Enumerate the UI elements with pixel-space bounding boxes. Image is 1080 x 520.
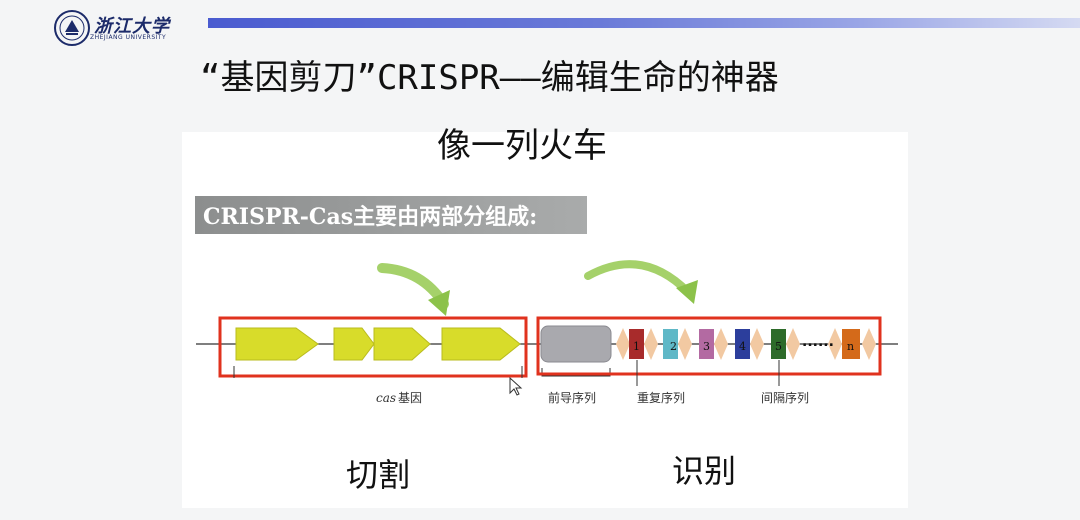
spacer-number-4: 4 xyxy=(739,340,746,353)
spacer-number-5: 5 xyxy=(775,340,782,353)
repeat-spacer-array xyxy=(616,328,876,360)
diagram-panel xyxy=(182,132,908,508)
spacer-n xyxy=(842,329,860,359)
repeat-diamond xyxy=(828,328,842,360)
mouse-pointer-icon xyxy=(509,377,523,396)
slide-subtitle: 像一列火车 xyxy=(437,126,607,166)
repeat-diamond xyxy=(678,328,692,360)
curved-arrow-right-head xyxy=(676,280,698,304)
leader-label: 前导序列 xyxy=(548,390,596,405)
crispr-diagram: 1 2 3 4 5 n ...... cas 基因 前导序列 重复序列 间隔序列 xyxy=(196,260,898,405)
cas-gene-3 xyxy=(373,327,431,361)
spacer-number-n: n xyxy=(847,340,854,353)
cas-gene-4 xyxy=(441,327,521,361)
cutting-box xyxy=(218,316,528,378)
spacer-4 xyxy=(735,329,750,359)
logo-subtitle: ZHEJIANG UNIVERSITY xyxy=(90,34,167,41)
recognition-box xyxy=(536,316,882,376)
recognition-caption: 识别 xyxy=(672,452,737,490)
repeat-diamond xyxy=(750,328,764,360)
logo-name: 浙江大学 xyxy=(94,16,170,37)
slide-title: “基因剪刀”CRISPR——编辑生命的神器 xyxy=(200,58,779,98)
spacer-number-2: 2 xyxy=(670,340,677,353)
repeat-diamond xyxy=(616,328,630,360)
spacer-number-3: 3 xyxy=(703,340,710,353)
repeat-label: 重复序列 xyxy=(637,390,685,405)
repeat-diamond xyxy=(862,328,876,360)
header-accent-bar xyxy=(208,18,1080,28)
cas-italic-label: cas xyxy=(376,391,396,405)
ellipsis: ...... xyxy=(802,334,834,350)
section-label-box: CRISPR-Cas主要由两部分组成: xyxy=(195,196,587,234)
leader-sequence xyxy=(540,325,612,363)
cutting-caption: 切割 xyxy=(346,456,411,494)
cas-gene-label: 基因 xyxy=(398,391,422,405)
curved-arrow-right xyxy=(584,260,692,296)
repeat-diamond xyxy=(644,328,658,360)
spacer-3 xyxy=(699,329,714,359)
repeat-diamond xyxy=(786,328,800,360)
repeat-diamond xyxy=(714,328,728,360)
curved-arrow-left-head xyxy=(428,290,450,316)
university-logo-icon xyxy=(54,10,90,46)
spacer-1 xyxy=(629,329,644,359)
cas-gene-2 xyxy=(333,327,375,361)
cas-gene-1 xyxy=(235,327,319,361)
section-label: CRISPR-Cas主要由两部分组成: xyxy=(203,204,538,230)
spacer-label: 间隔序列 xyxy=(761,390,809,405)
spacer-number-1: 1 xyxy=(633,340,640,353)
spacer-5 xyxy=(771,329,786,359)
spacer-2 xyxy=(663,329,678,359)
